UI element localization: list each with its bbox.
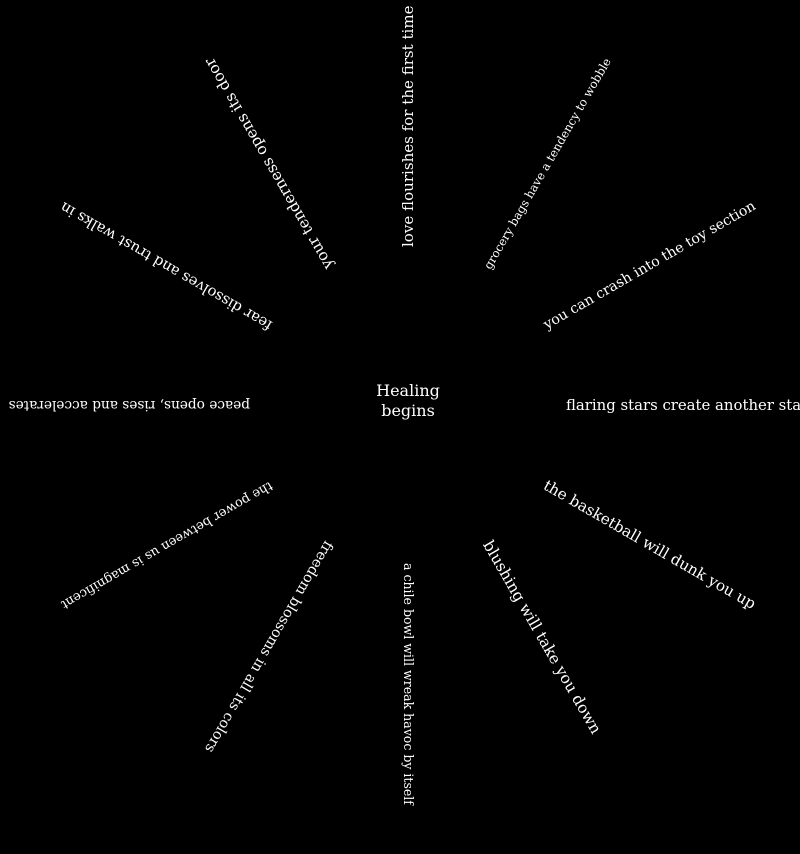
ray-2-text: grocery bags have a tendency to wobble	[480, 55, 614, 272]
ray-1-text: love flourishes for the first time	[399, 5, 417, 247]
ray-8-text: freedom blossoms in all its colors	[201, 537, 336, 756]
ray-7-text: a chile bowl will wreak havoc by itself	[401, 563, 416, 805]
ray-6-text: blushing will take you down	[479, 537, 605, 737]
ray-4-text: flaring stars create another star	[566, 396, 800, 414]
ray-5-text: the basketball will dunk you up	[540, 476, 760, 613]
ray-10-text: peace opens, rises and accelerates	[8, 397, 250, 413]
center-title-line-1: Healing	[376, 381, 440, 400]
ray-12-text: your tenderness opens its door	[200, 54, 337, 273]
ray-3-text: you can crash into the toy section	[540, 198, 759, 333]
ray-9-text: the power between us is magnificent	[58, 477, 276, 612]
ray-11-text: fear dissolves and trust walks in	[57, 198, 276, 334]
center-title: Healing begins	[358, 381, 458, 421]
center-title-line-2: begins	[381, 401, 435, 420]
